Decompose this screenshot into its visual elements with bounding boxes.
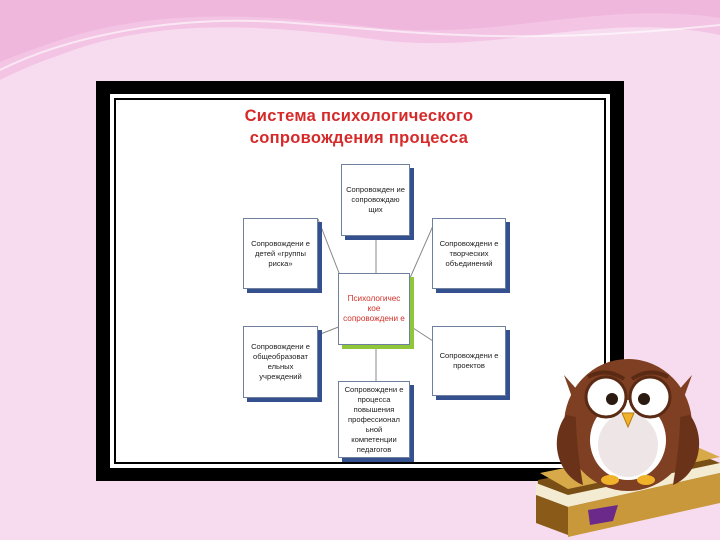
node-center: Психологичес кое сопровождени е — [338, 273, 410, 345]
connector-top-right — [409, 218, 437, 279]
node-top-left: Сопровождени е детей «группы риска» — [243, 218, 318, 289]
node-bottom-left: Сопровождени е общеобразоват ельных учре… — [243, 326, 318, 398]
slide-title-line2: сопровождения процесса — [249, 129, 469, 147]
node-bottom: Сопровождени е процесса повышения профес… — [338, 381, 410, 458]
node-top: Сопровожден ие сопровождаю щих — [341, 164, 410, 236]
decorative-wave — [0, 0, 720, 80]
connector-top-left — [317, 218, 342, 279]
owl-on-book-illustration — [536, 359, 720, 537]
node-bottom-right: Сопровождени е проектов — [432, 326, 506, 396]
owl-icon — [556, 359, 700, 491]
slide-title: Система психологического сопровождения п… — [214, 105, 504, 149]
connector-bottom-right — [409, 325, 437, 344]
diagram-board: Система психологического сопровождения п… — [96, 81, 624, 481]
slide-title-line1: Система психологического — [244, 107, 474, 125]
connector-bottom-left — [317, 325, 342, 336]
node-top-right: Сопровождени е творческих объединений — [432, 218, 506, 289]
connector-lines — [317, 218, 437, 382]
